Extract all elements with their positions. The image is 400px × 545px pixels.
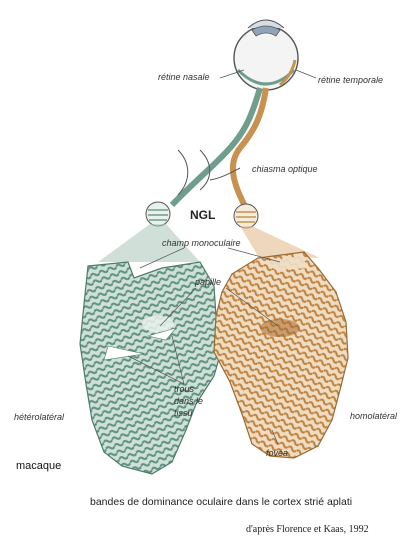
figure-credit: d'après Florence et Kaas, 1992 (246, 524, 369, 535)
fovea-label: fovéa (266, 448, 289, 458)
homolateral-label: homolatéral (350, 411, 398, 421)
heterolateral-label: hétérolatéral (14, 412, 65, 422)
optic-pathways (169, 87, 269, 210)
eye (233, 19, 299, 91)
trous-label-line1: trous (174, 384, 195, 394)
figure-caption: bandes de dominance oculaire dans le cor… (90, 496, 353, 508)
macaque-label: macaque (16, 460, 62, 472)
champ-monoculaire-label: champ monoculaire (162, 238, 241, 248)
heterolateral-cortex (79, 261, 223, 475)
brown-projection-cone (240, 226, 320, 258)
ngl-label: NGL (190, 208, 216, 222)
trous-label-line3: tissu (174, 408, 193, 418)
trous-label-line2: dans le (174, 396, 204, 406)
papille-label: papille (195, 277, 222, 287)
chiasma-label: chiasma optique (252, 164, 318, 174)
homolateral-cortex (213, 251, 349, 459)
retine-nasale-label: rétine nasale (158, 72, 210, 82)
leader-lines (127, 69, 317, 445)
ngl-nuclei (145, 201, 259, 229)
retine-temporale-label: rétine temporale (318, 75, 384, 85)
